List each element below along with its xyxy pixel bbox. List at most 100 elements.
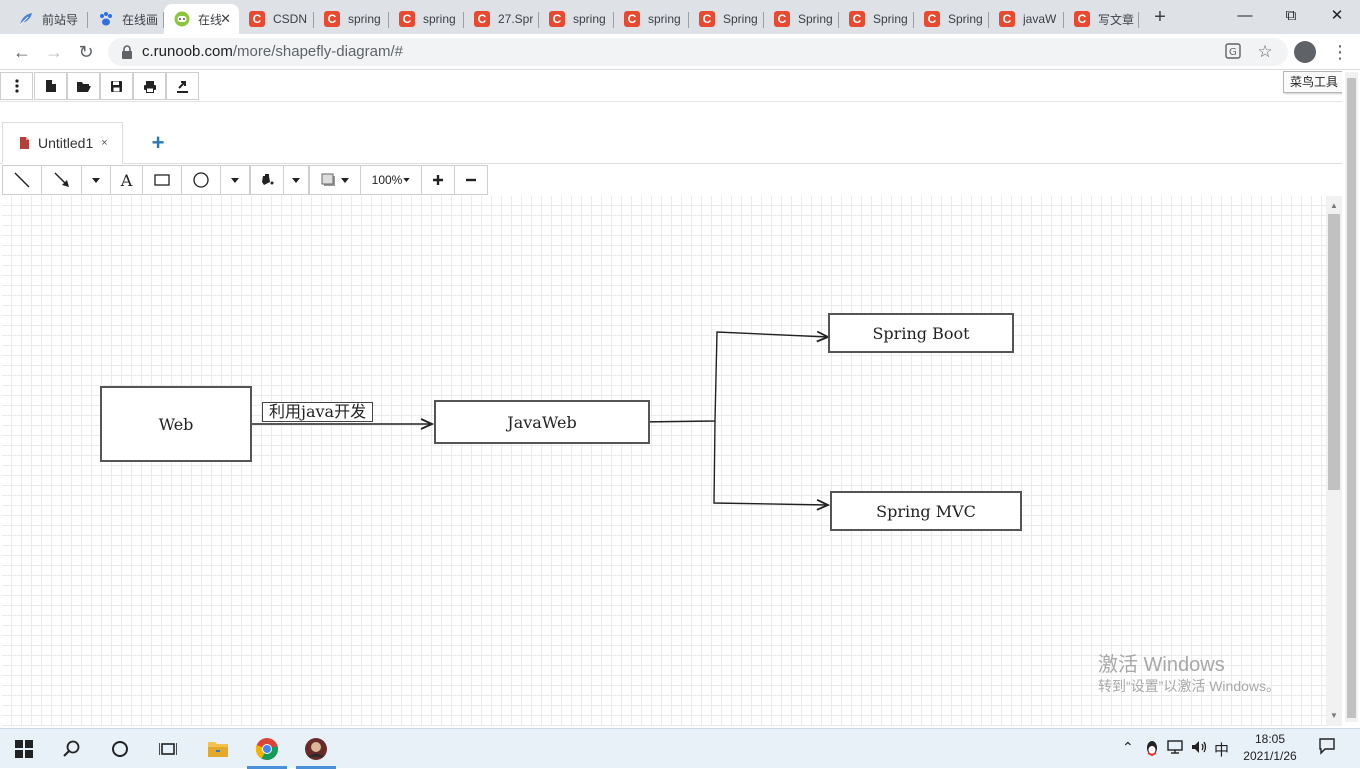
cortana-button[interactable]: [96, 729, 144, 769]
node-spring-mvc[interactable]: Spring MVC: [830, 491, 1022, 531]
browser-menu-icon[interactable]: ⋮: [1331, 42, 1349, 62]
tray-overflow-icon[interactable]: ⌃: [1122, 739, 1134, 755]
app-taskbar-button[interactable]: [292, 729, 340, 769]
scrollbar-thumb[interactable]: [1328, 214, 1340, 490]
node-spring-boot-label: Spring Boot: [872, 323, 970, 343]
open-file-button[interactable]: [67, 72, 100, 100]
app-menu-button[interactable]: [0, 72, 33, 100]
search-button[interactable]: [48, 729, 96, 769]
baidu-paw-icon: [98, 11, 114, 27]
new-tab-button[interactable]: +: [1154, 6, 1166, 28]
zoom-dropdown[interactable]: 100%: [360, 165, 422, 195]
fill-color-button[interactable]: [250, 165, 284, 195]
cortana-circle-icon: [112, 741, 128, 757]
browser-tab-title: 27.Spr: [498, 12, 534, 26]
back-icon[interactable]: ←: [13, 42, 31, 62]
node-spring-mvc-label: Spring MVC: [876, 501, 976, 521]
node-web-label: Web: [158, 414, 194, 434]
translate-icon[interactable]: G: [1224, 43, 1242, 61]
add-document-button[interactable]: +: [151, 130, 165, 155]
zoom-in-button[interactable]: [421, 165, 455, 195]
url-input[interactable]: c.runoob.com/more/shapefly-diagram/# G ☆: [108, 38, 1288, 66]
fill-color-dropdown[interactable]: [283, 165, 309, 195]
ime-indicator[interactable]: 中: [1214, 742, 1230, 759]
minus-icon: [466, 178, 476, 182]
node-spring-boot[interactable]: Spring Boot: [828, 313, 1014, 353]
restore-button[interactable]: ⧉: [1285, 6, 1297, 24]
arrow-tool-button[interactable]: [41, 165, 82, 195]
export-button[interactable]: [166, 72, 199, 100]
file-icon: [20, 137, 29, 149]
tab-separator: [913, 12, 914, 28]
minimize-button[interactable]: —: [1237, 6, 1253, 24]
qq-tray-icon[interactable]: [1144, 739, 1160, 760]
url-path: /more/shapefly-diagram/#: [232, 43, 403, 60]
chrome-taskbar-button[interactable]: [243, 729, 291, 769]
browser-tab[interactable]: 在线✕: [164, 4, 239, 34]
line-tool-button[interactable]: [2, 165, 42, 195]
shape-dropdown[interactable]: [220, 165, 250, 195]
close-tab-icon[interactable]: ×: [101, 137, 108, 149]
text-tool-button[interactable]: A: [110, 165, 143, 195]
task-view-button[interactable]: [144, 729, 192, 769]
zoom-out-button[interactable]: [454, 165, 488, 195]
bookmark-star-icon[interactable]: ☆: [1257, 42, 1273, 61]
notification-icon[interactable]: [1318, 737, 1336, 758]
file-explorer-button[interactable]: [194, 729, 242, 769]
browser-tab[interactable]: 前站导: [8, 4, 88, 34]
new-file-button[interactable]: [34, 72, 67, 100]
caret-down-icon: [292, 177, 300, 183]
browser-tab-title: Spring: [948, 12, 983, 26]
start-button[interactable]: [0, 729, 48, 769]
document-tab[interactable]: Untitled1 ×: [2, 122, 123, 164]
csdn-icon: C: [624, 11, 640, 27]
edge-javaweb-to-springmvc[interactable]: [713, 420, 828, 505]
close-tab-icon[interactable]: ✕: [220, 11, 231, 26]
print-button[interactable]: [133, 72, 166, 100]
forward-icon[interactable]: →: [45, 42, 63, 62]
edge-javaweb-to-springboot[interactable]: [637, 332, 828, 423]
system-clock[interactable]: 18:05 2021/1/26: [1240, 731, 1300, 765]
lock-icon: [122, 45, 132, 59]
csdn-icon: C: [999, 11, 1015, 27]
activation-watermark-subtitle: 转到“设置”以激活 Windows。: [1098, 678, 1281, 694]
csdn-icon: C: [399, 11, 415, 27]
ellipse-tool-button[interactable]: [181, 165, 221, 195]
save-button[interactable]: [100, 72, 133, 100]
canvas-scrollbar[interactable]: ▲ ▼: [1326, 196, 1342, 726]
profile-avatar-icon[interactable]: [1294, 41, 1316, 63]
scroll-down-icon[interactable]: ▼: [1330, 711, 1338, 720]
print-icon: [143, 80, 156, 93]
page-scrollbar[interactable]: [1342, 70, 1360, 726]
plus-icon: [433, 175, 443, 185]
vertical-dots-icon: [14, 79, 19, 93]
browser-tab[interactable]: 在线画: [88, 4, 164, 34]
edge-label[interactable]: 利用java开发: [262, 402, 374, 422]
node-javaweb[interactable]: JavaWeb: [434, 400, 650, 444]
caret-down-icon: [341, 177, 349, 183]
reload-icon[interactable]: ↻: [78, 42, 94, 62]
shadow-style-dropdown[interactable]: [309, 165, 361, 195]
close-window-button[interactable]: ✕: [1330, 7, 1344, 24]
arrow-style-dropdown[interactable]: [81, 165, 111, 195]
rectangle-tool-button[interactable]: [142, 165, 182, 195]
tab-separator: [87, 12, 88, 28]
browser-tab[interactable]: C 27.Spr: [464, 4, 539, 34]
volume-icon[interactable]: [1190, 739, 1208, 758]
diagram-canvas[interactable]: Web 利用java开发 JavaWeb Spring Boot Spring …: [2, 196, 1326, 726]
scroll-up-icon[interactable]: ▲: [1330, 201, 1338, 210]
network-icon[interactable]: [1166, 739, 1184, 758]
node-web[interactable]: Web: [100, 386, 252, 462]
csdn-icon: C: [474, 11, 490, 27]
